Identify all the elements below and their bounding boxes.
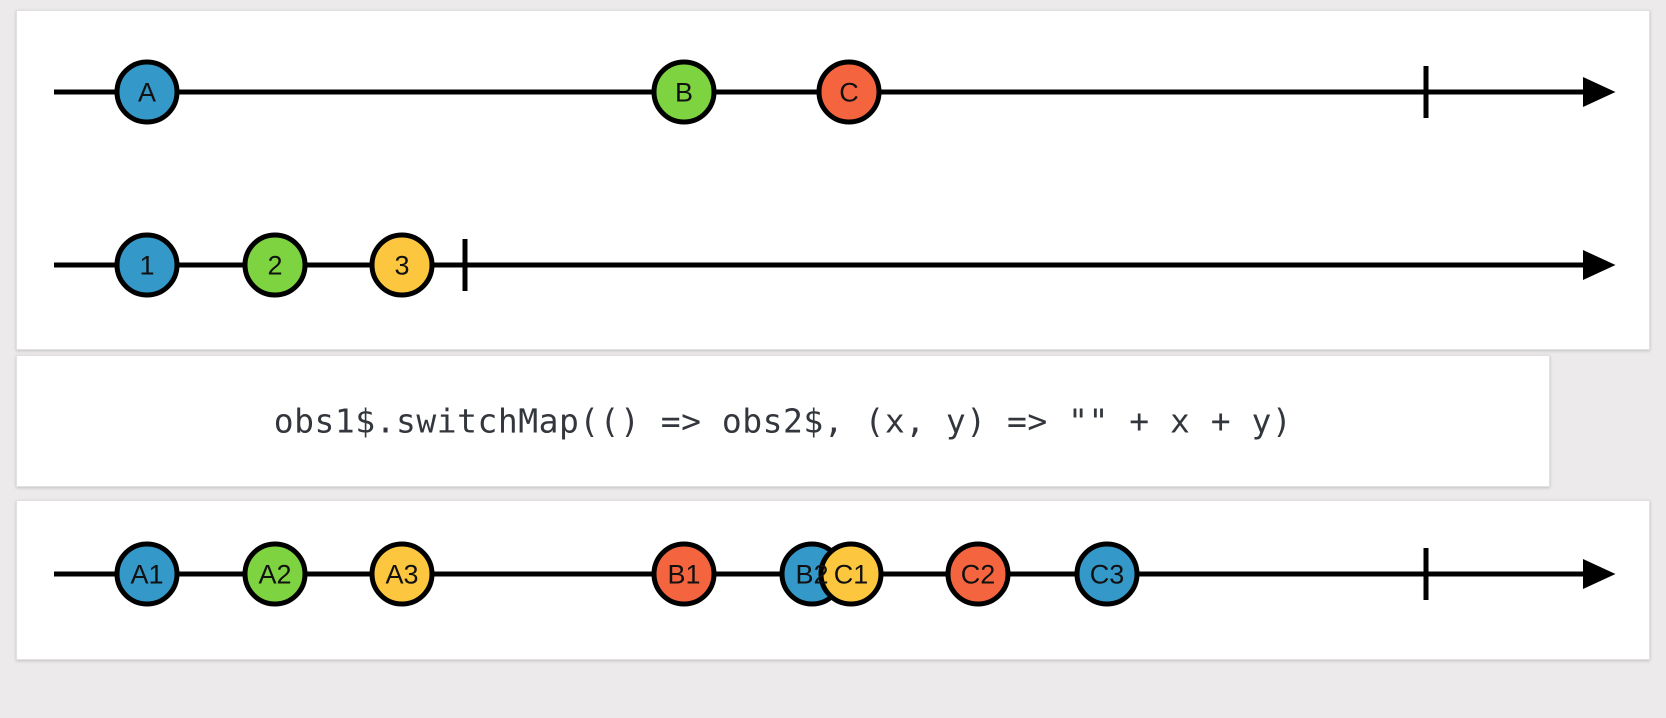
operator-code-panel: obs1$.switchMap(() => obs2$, (x, y) => "… (16, 355, 1550, 487)
marble[interactable] (369, 232, 435, 298)
marble[interactable] (816, 59, 882, 125)
timeline-obs2 (54, 232, 1616, 298)
operator-code-text: obs1$.switchMap(() => obs2$, (x, y) => "… (273, 401, 1293, 441)
marble[interactable] (818, 541, 884, 607)
marble[interactable] (114, 541, 180, 607)
marble[interactable] (242, 541, 308, 607)
source-streams-panel (16, 10, 1650, 350)
timeline-obs1 (54, 59, 1616, 125)
marble[interactable] (242, 232, 308, 298)
marble[interactable] (1074, 541, 1140, 607)
marble[interactable] (369, 541, 435, 607)
marble[interactable] (114, 59, 180, 125)
output-stream-panel (16, 500, 1650, 660)
marble[interactable] (651, 59, 717, 125)
marble[interactable] (945, 541, 1011, 607)
timeline-output (54, 541, 1616, 607)
marble[interactable] (651, 541, 717, 607)
marble[interactable] (114, 232, 180, 298)
